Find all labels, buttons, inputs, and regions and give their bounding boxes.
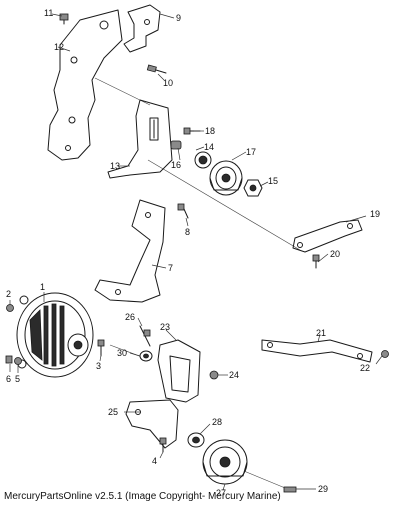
callout-23: 23 (160, 322, 170, 332)
lower-pulley-27 (202, 439, 248, 485)
spacer-16 (170, 140, 182, 150)
bolt-6 (5, 355, 13, 364)
callout-7: 7 (168, 263, 173, 273)
washer-2 (6, 304, 14, 312)
callout-15: 15 (268, 176, 278, 186)
bolt-10 (146, 64, 167, 74)
callout-4: 4 (152, 456, 157, 466)
callout-13: 13 (110, 161, 120, 171)
callout-14: 14 (204, 142, 214, 152)
callout-labels: 1 2 3 4 5 6 7 8 9 10 11 12 13 14 15 16 1… (6, 8, 380, 498)
callout-8: 8 (185, 227, 190, 237)
callout-19: 19 (370, 209, 380, 219)
alternator (16, 292, 94, 378)
bracket-25 (125, 399, 179, 449)
callout-2: 2 (6, 289, 11, 299)
callout-21: 21 (316, 328, 326, 338)
bracket-9 (123, 4, 161, 53)
bracket-7 (94, 199, 166, 303)
callout-25: 25 (108, 407, 118, 417)
screw-11 (59, 13, 69, 25)
leader-lines (9, 13, 383, 491)
nut-15 (243, 179, 263, 197)
callout-10: 10 (163, 78, 173, 88)
bolt-20 (312, 254, 320, 269)
bracket-23 (157, 339, 201, 403)
callout-26: 26 (125, 312, 135, 322)
bolt-4 (159, 437, 167, 453)
callout-28: 28 (212, 417, 222, 427)
spacer-28 (187, 432, 205, 448)
callout-18: 18 (205, 126, 215, 136)
stud-26 (139, 325, 151, 347)
callout-16: 16 (171, 160, 181, 170)
bolt-29 (283, 486, 297, 493)
callout-6: 6 (6, 374, 11, 384)
callout-24: 24 (229, 370, 239, 380)
callout-29: 29 (318, 484, 328, 494)
mounting-plate (47, 9, 123, 161)
bolt-8 (177, 203, 189, 219)
callout-20: 20 (330, 249, 340, 259)
copyright-caption: MercuryPartsOnline v2.5.1 (Image Copyrig… (4, 491, 281, 502)
callout-1: 1 (40, 282, 45, 292)
callout-17: 17 (246, 147, 256, 157)
callout-27: 27 (216, 488, 226, 498)
callout-22: 22 (360, 363, 370, 373)
bracket-19 (292, 219, 363, 253)
washer-5 (14, 357, 22, 365)
spacer-30 (139, 350, 153, 362)
nut-24 (209, 370, 219, 380)
bushing-14 (194, 151, 212, 169)
bolt-3 (97, 339, 105, 357)
idler-pulley-17 (209, 160, 243, 196)
nut-22 (381, 350, 389, 358)
callout-30: 30 (117, 348, 127, 358)
callout-11: 11 (44, 8, 53, 18)
callout-3: 3 (96, 361, 101, 371)
callout-5: 5 (15, 374, 20, 384)
bracket-21 (261, 339, 373, 363)
callout-12: 12 (54, 42, 64, 52)
callout-9: 9 (176, 13, 181, 23)
